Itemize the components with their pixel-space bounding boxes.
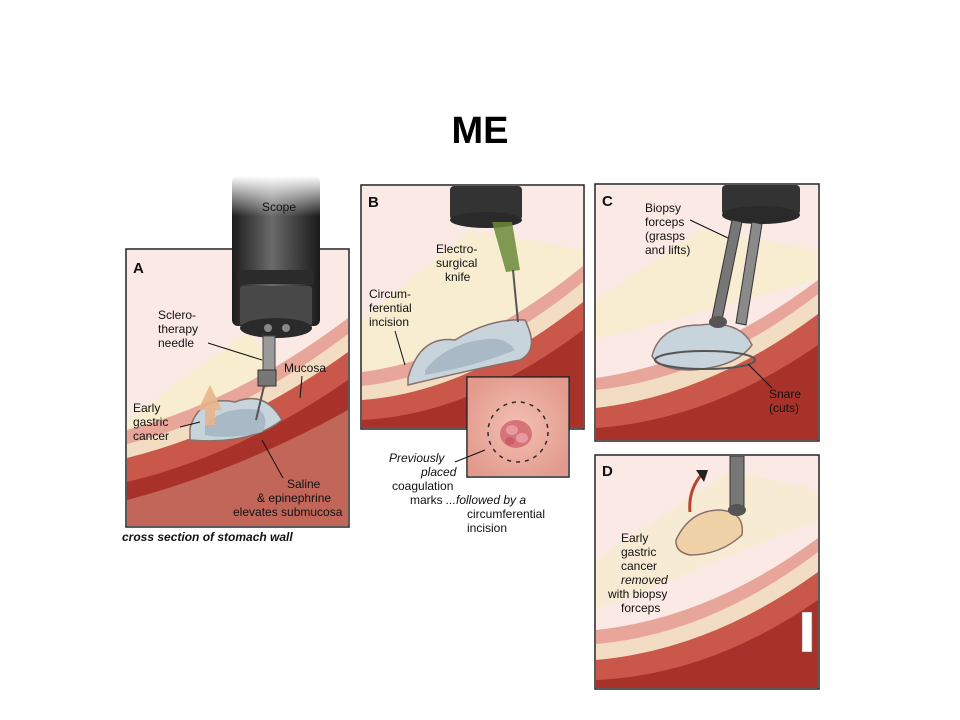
needle-label-2: therapy [158, 322, 198, 336]
snare-pointer [747, 363, 773, 389]
mucosa-pointer [299, 375, 303, 399]
snare-loop [654, 350, 756, 370]
snare-label-2: (cuts) [769, 401, 799, 415]
removed-label-5: with biopsy [607, 587, 667, 601]
electrosurgical-knife [492, 222, 520, 272]
marks-label-3: coagulation [392, 479, 453, 493]
knife-label-2: surgical [436, 256, 477, 270]
marks-pointer [454, 449, 486, 463]
incision-label-1: Circum- [369, 287, 411, 301]
panel-a-caption: cross section of stomach wall [122, 530, 293, 544]
removed-label-4: removed [621, 573, 668, 587]
knife-label-3: knife [445, 270, 471, 284]
removed-label-6: forceps [621, 601, 660, 615]
mucosa-layer [127, 318, 348, 444]
saline-label-1: Saline [287, 477, 321, 491]
marks-label-4: marks [410, 493, 443, 507]
slide-title: ME [451, 110, 509, 152]
removed-label-2: gastric [621, 545, 656, 559]
marks-label-1: Previously [389, 451, 445, 465]
mucosa-label: Mucosa [284, 361, 326, 375]
forceps-label-1: Biopsy [645, 201, 681, 215]
cancer-label-1: Early [133, 401, 160, 415]
removed-label-3: cancer [621, 559, 657, 573]
followed-label-3: incision [467, 521, 507, 535]
forceps-pointer [689, 219, 729, 239]
cancer-pointer [179, 421, 201, 428]
panel-a-letter: A [133, 260, 144, 277]
sclerotherapy-needle [262, 335, 276, 371]
panel-c-letter: C [602, 193, 613, 210]
incision-label-2: ferential [369, 301, 412, 315]
snare-label-1: Snare [769, 387, 801, 401]
panel-b: B Electro- surgical knife Circum- ferent… [360, 184, 585, 535]
needle-label-3: needle [158, 336, 194, 350]
forceps-label-4: and lifts) [645, 243, 690, 257]
saline-label-3: elevates submucosa [233, 505, 343, 519]
panel-b-letter: B [368, 194, 379, 211]
knife-label-1: Electro- [436, 242, 477, 256]
saline-label-2: & epinephrine [257, 491, 331, 505]
cancer-label-2: gastric [133, 415, 168, 429]
cancer-label-3: cancer [133, 429, 169, 443]
marks-label-2: placed [420, 465, 457, 479]
removed-specimen [675, 509, 744, 556]
incision-pointer [394, 330, 406, 366]
needle-label-1: Sclero- [158, 308, 196, 322]
panel-d-letter: D [602, 463, 613, 480]
incision-label-3: incision [369, 315, 409, 329]
removed-label-1: Early [621, 531, 648, 545]
panel-a: A Scope Sclero- therapy needle Mucosa Ea… [122, 176, 350, 544]
followed-label-1: ...followed by a [446, 493, 526, 507]
coagulation-marks [487, 401, 549, 463]
scope-label: Scope [262, 200, 296, 214]
forceps-label-3: (grasps [645, 229, 685, 243]
forceps-label-2: forceps [645, 215, 684, 229]
panel-c: C Biopsy forceps (grasps and lifts) Snar… [594, 183, 820, 442]
needle-pointer [207, 342, 263, 361]
panel-d: D Early gastric cancer removed with biop… [594, 454, 820, 690]
saline-pointer [261, 439, 284, 479]
followed-label-2: circumferential [467, 507, 545, 521]
